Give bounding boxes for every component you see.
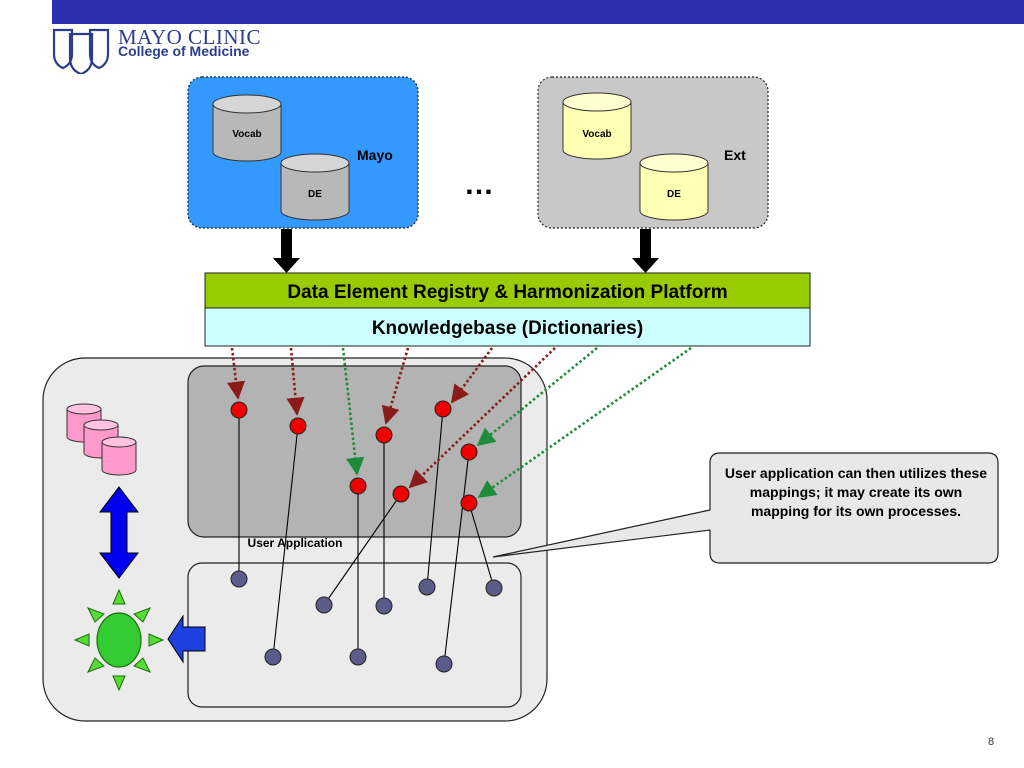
green-arrow	[476, 346, 598, 447]
ext-de-database-icon	[639, 153, 709, 221]
mapping-node	[392, 485, 410, 503]
app-node	[264, 648, 282, 666]
mayo-de-label: DE	[308, 189, 322, 200]
app-node	[418, 578, 436, 596]
app-node	[435, 655, 453, 673]
app-node	[315, 596, 333, 614]
node-link	[272, 425, 299, 658]
dark-red-arrow	[227, 347, 246, 400]
green-arrow	[477, 346, 692, 499]
ext-de-label: DE	[667, 189, 681, 200]
local-database-stack-icon	[66, 403, 137, 476]
node-links	[238, 408, 495, 665]
dark-red-arrow	[450, 347, 494, 404]
processing-sun-icon	[73, 588, 165, 692]
logo-subtitle: College of Medicine	[118, 43, 250, 59]
callout-text: User application can then utilizes these…	[724, 465, 988, 519]
mayo-source-box: Vocab DE Mayo	[187, 76, 419, 229]
app-node	[375, 597, 393, 615]
mapping-node	[289, 417, 307, 435]
ext-vocab-database-icon	[562, 92, 632, 160]
dark-red-arrow	[381, 347, 410, 425]
mayo-down-arrow-icon	[273, 229, 300, 273]
mapping-node	[375, 426, 393, 444]
mayo-vocab-label: Vocab	[232, 129, 261, 140]
node-link	[443, 451, 470, 665]
logo-name: MAYO CLINIC	[118, 25, 261, 49]
bidirectional-arrow-icon	[98, 486, 140, 579]
mayo-de-database-icon	[280, 153, 350, 221]
green-mappings	[341, 346, 692, 499]
mayo-label: Mayo	[357, 147, 393, 163]
ext-label: Ext	[724, 147, 746, 163]
mayo-vocab-database-icon	[212, 94, 282, 162]
dark-red-arrow	[286, 347, 305, 416]
node-link	[468, 502, 495, 589]
mapping-node	[349, 477, 367, 495]
mapping-node	[230, 401, 248, 419]
green-arrow	[341, 347, 365, 476]
mapping-node	[460, 443, 478, 461]
dark-red-mappings	[227, 347, 556, 489]
ext-down-arrow-icon	[632, 229, 659, 273]
mayo-shield-icon	[52, 28, 110, 76]
page-number: 8	[988, 736, 995, 748]
knowledgebase-label: Knowledgebase (Dictionaries)	[372, 318, 643, 339]
application-nodes	[230, 570, 503, 673]
mapping-node	[434, 400, 452, 418]
title-bar	[52, 0, 1024, 24]
app-node	[485, 579, 503, 597]
node-link	[426, 408, 444, 588]
ellipsis-label: …	[464, 168, 494, 201]
mapping-node	[460, 494, 478, 512]
mapping-nodes	[230, 400, 478, 512]
ext-source-box: Vocab DE Ext	[537, 76, 769, 229]
registry-label: Data Element Registry & Harmonization Pl…	[287, 282, 727, 303]
app-node	[230, 570, 248, 588]
app-node	[349, 648, 367, 666]
callout-bubble	[492, 452, 999, 564]
dark-red-arrow	[408, 347, 556, 489]
ext-vocab-label: Vocab	[582, 129, 611, 140]
mayo-clinic-logo: MAYO CLINIC College of Medicine	[50, 24, 290, 76]
user-application-label: User Application	[248, 536, 343, 550]
node-link	[323, 493, 402, 606]
knowledgebase-bar	[204, 307, 811, 347]
left-arrow-icon	[167, 614, 206, 664]
